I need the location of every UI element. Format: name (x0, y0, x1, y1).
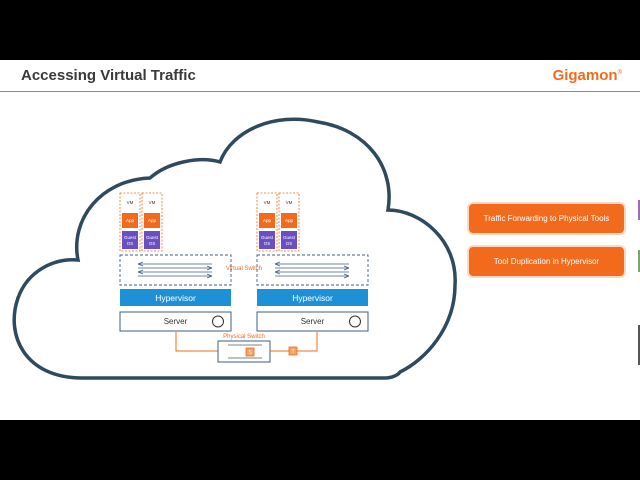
hypervisor-bar (120, 289, 231, 306)
callout-traffic-forwarding: Traffic Forwarding to Physical Tools (467, 202, 626, 235)
app-label: App (285, 218, 294, 223)
vm-frame (278, 192, 300, 252)
edge-mark (638, 200, 640, 220)
edge-mark (638, 250, 640, 272)
guest-os-block (122, 231, 138, 249)
guest-os-block (144, 231, 160, 249)
vm-label: VM (264, 200, 271, 205)
server-label: Server (301, 317, 325, 326)
vm-frame (256, 192, 278, 252)
server-power-icon (349, 315, 361, 328)
arrowhead-left (274, 269, 281, 275)
virtual-switch-box (256, 254, 369, 286)
guest-os-block (281, 231, 297, 249)
arrowhead-right (206, 273, 213, 279)
switch-port-marker-label: S (248, 350, 252, 356)
app-label: App (148, 218, 157, 223)
server-left-link (175, 332, 218, 352)
server-box (256, 311, 369, 332)
arrowhead-right (206, 265, 213, 271)
arrowhead-left (274, 261, 281, 267)
tap-marker (288, 346, 298, 356)
guest-os-label: OS (264, 241, 271, 246)
slide-title: Accessing Virtual Traffic (21, 67, 196, 84)
slide: Accessing Virtual Traffic Gigamon® VM App… (0, 60, 640, 420)
guest-os-block (259, 231, 275, 249)
slide-edge-marks (637, 190, 640, 420)
vm-label: VM (286, 200, 293, 205)
virtual-switch-box (119, 254, 232, 286)
guest-os-label: Guest (283, 235, 296, 240)
edge-mark (638, 325, 640, 365)
virtual-switch-label: Virtual Switch (226, 266, 262, 272)
app-label: App (263, 218, 272, 223)
guest-os-label: Guest (124, 235, 137, 240)
cloud-outline (12, 117, 457, 380)
guest-os-label: OS (286, 241, 293, 246)
guest-os-label: OS (149, 241, 156, 246)
gigamon-logo: Gigamon® (553, 67, 622, 84)
arrowhead-right (343, 265, 350, 271)
server-box (119, 311, 232, 332)
title-divider (0, 91, 640, 92)
app-block (259, 213, 275, 228)
app-block (281, 213, 297, 228)
hypervisor-label: Hypervisor (155, 293, 196, 303)
callout-tool-duplication: Tool Duplication in Hypervisor (467, 245, 626, 278)
hypervisor-label: Hypervisor (292, 293, 333, 303)
physical-switch-label: Physical Switch (223, 334, 265, 340)
vm-label: VM (149, 200, 156, 205)
registered-mark: ® (617, 70, 622, 76)
physical-switch-box (217, 340, 271, 363)
guest-os-label: OS (127, 241, 134, 246)
virtual-traffic-diagram: VMAppGuestOSVMAppGuestOSHypervisorServer… (12, 117, 457, 380)
server-power-icon (212, 315, 224, 328)
vm-label: VM (127, 200, 134, 205)
app-block (144, 213, 160, 228)
arrowhead-left (137, 261, 144, 267)
app-block (122, 213, 138, 228)
vm-frame (119, 192, 141, 252)
logo-text: Gigamon (552, 67, 618, 84)
arrowhead-right (343, 273, 350, 279)
app-label: App (126, 218, 135, 223)
server-right-link (297, 332, 318, 352)
tap-marker-label: T (291, 349, 294, 355)
vm-frame (141, 192, 163, 252)
hypervisor-bar (257, 289, 368, 306)
server-label: Server (164, 317, 188, 326)
arrowhead-left (137, 269, 144, 275)
guest-os-label: Guest (146, 235, 159, 240)
switch-port-marker (245, 347, 255, 357)
guest-os-label: Guest (261, 235, 274, 240)
